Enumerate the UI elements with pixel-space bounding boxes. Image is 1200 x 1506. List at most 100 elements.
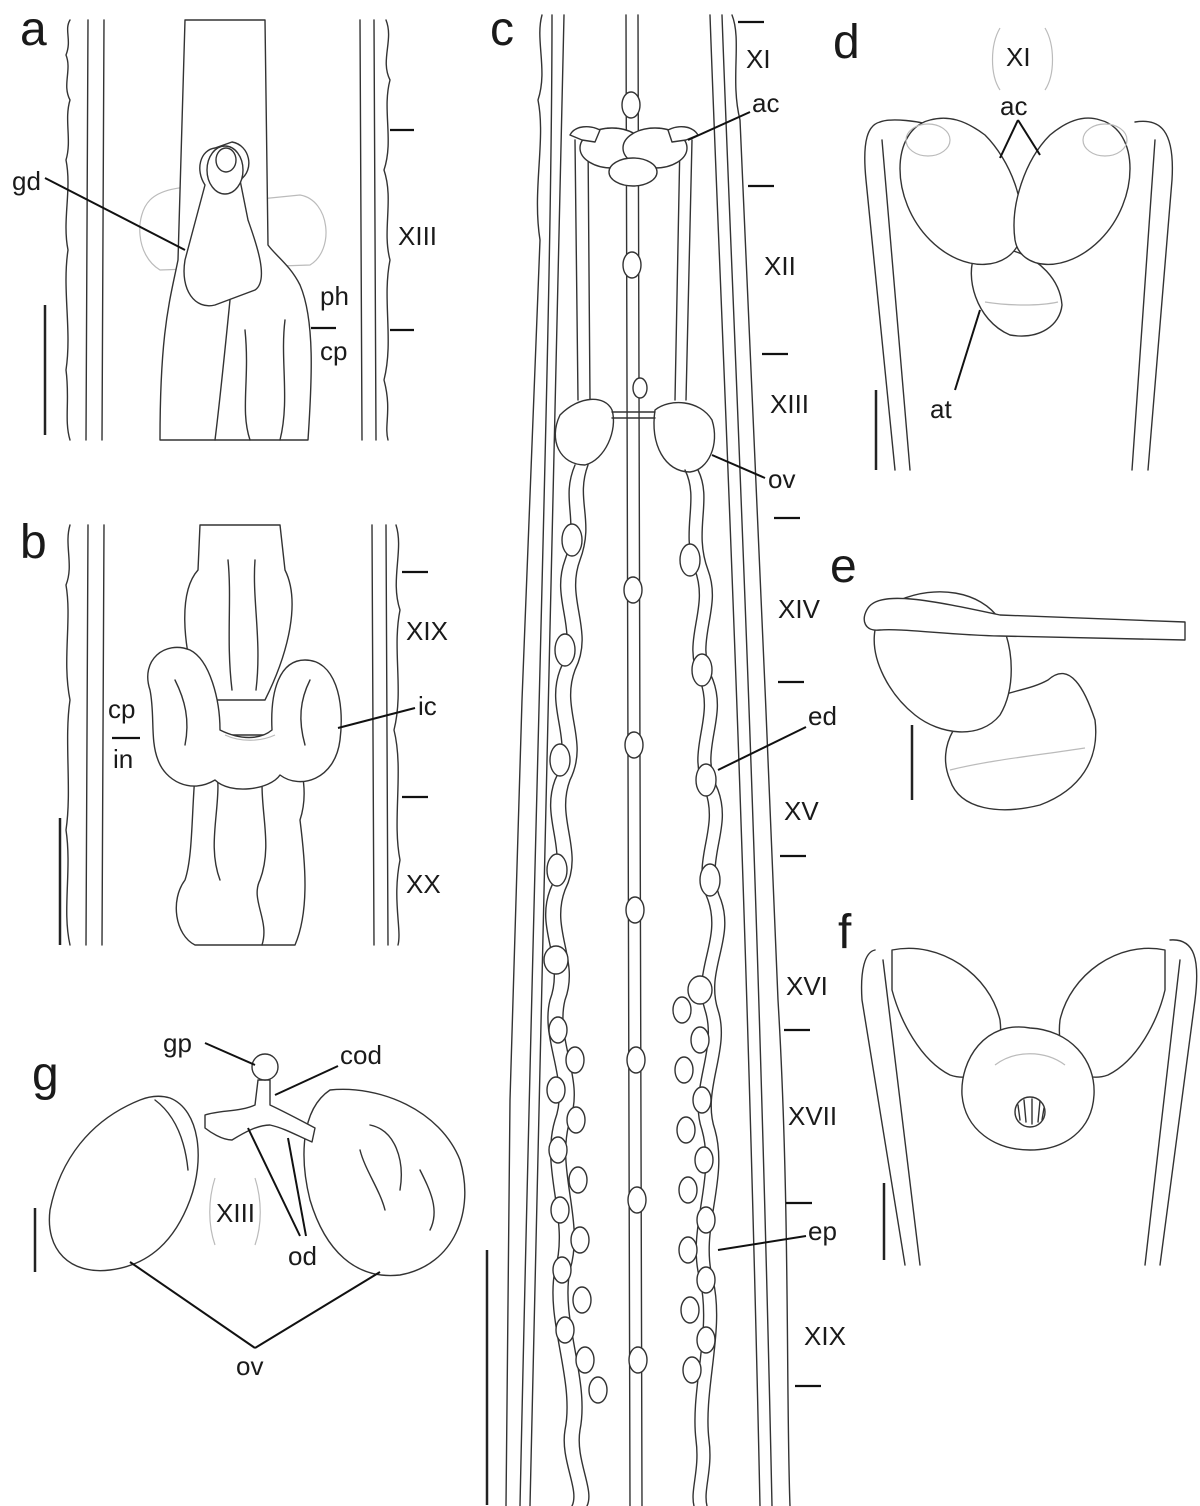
- leader-ac-right: [1018, 120, 1040, 155]
- epididymis-coil: [547, 1077, 565, 1103]
- label-in: in: [113, 744, 133, 774]
- label-ep: ep: [808, 1216, 837, 1246]
- leader-ed: [718, 727, 806, 770]
- ganglion: [629, 1347, 647, 1373]
- segment-label: XX: [406, 869, 441, 899]
- segment-label: XIII: [216, 1198, 255, 1228]
- segment-label: XI: [746, 44, 771, 74]
- body-wall-left-outer: [66, 525, 70, 945]
- atrial-base: [609, 158, 657, 186]
- panel-letter-a: a: [20, 3, 47, 56]
- label-ov: ov: [236, 1351, 263, 1381]
- ganglia: [622, 92, 647, 1373]
- body-wall-right-inner: [710, 15, 760, 1506]
- coil: [692, 654, 712, 686]
- coil: [688, 976, 712, 1004]
- epididymis-coil: [679, 1177, 697, 1203]
- epididymis-coil: [556, 1317, 574, 1343]
- epididymis-coil: [551, 1197, 569, 1223]
- epididymis-coil: [697, 1327, 715, 1353]
- ovary-connecting-duct: [612, 412, 655, 418]
- ganglion: [622, 92, 640, 118]
- panel-d: d XI ac at: [833, 16, 1172, 470]
- male-pore: [1015, 1097, 1045, 1127]
- ganglion: [623, 252, 641, 278]
- epididymis-coil: [573, 1287, 591, 1313]
- panel-letter-c: c: [490, 3, 514, 56]
- epididymis-coil: [691, 1027, 709, 1053]
- gland-duct-head: [207, 146, 243, 194]
- epididymis-left: [547, 1017, 607, 1403]
- ganglion: [625, 732, 643, 758]
- leader-ep: [718, 1236, 806, 1250]
- segment-label: XVII: [788, 1101, 837, 1131]
- epididymis-coil: [549, 1017, 567, 1043]
- body-wall-left-line: [102, 525, 104, 945]
- segment-label: XIX: [406, 616, 448, 646]
- nerve-cord-right: [638, 15, 642, 1506]
- epididymis-coil: [697, 1207, 715, 1233]
- label-od: od: [288, 1241, 317, 1271]
- ganglion: [626, 897, 644, 923]
- leader-at: [955, 310, 980, 390]
- panel-g: g XIII gp cod od ov: [32, 1028, 465, 1381]
- duct-left-outer: [865, 122, 895, 470]
- seminal-duct-right: [675, 140, 692, 400]
- segment-label: XIII: [770, 389, 809, 419]
- genital-pore: [252, 1054, 278, 1080]
- epididymis-coil: [677, 1117, 695, 1143]
- label-at: at: [930, 394, 952, 424]
- body-wall-right-line: [722, 15, 772, 1506]
- body-wall-right-inner: [372, 525, 374, 945]
- panel-letter-g: g: [32, 1048, 59, 1101]
- segment-label: XI: [1006, 42, 1031, 72]
- segment-bracket-right: [255, 1178, 260, 1245]
- label-ed: ed: [808, 701, 837, 731]
- body-wall-right-outer: [384, 20, 390, 440]
- epididymis-coil: [695, 1147, 713, 1173]
- segment-bracket-left: [210, 1178, 215, 1245]
- panel-letter-b: b: [20, 516, 47, 569]
- segment-label: XIII: [398, 221, 437, 251]
- label-ac: ac: [752, 88, 779, 118]
- epididymis-right: [673, 997, 715, 1383]
- label-gd: gd: [12, 166, 41, 196]
- coil: [680, 544, 700, 576]
- ovary-right: [304, 1089, 465, 1275]
- body-wall-left-inner: [86, 20, 88, 440]
- coil: [547, 854, 567, 886]
- nerve-cord-left: [626, 15, 630, 1506]
- body-wall-left-inner: [86, 525, 88, 945]
- leader-gp: [205, 1043, 255, 1065]
- segment-label: XVI: [786, 971, 828, 1001]
- label-gp: gp: [163, 1028, 192, 1058]
- epididymis-coil: [566, 1047, 584, 1073]
- coil: [696, 764, 716, 796]
- label-ph: ph: [320, 281, 349, 311]
- leader-od-right: [288, 1138, 306, 1236]
- epididymis-coil: [675, 1057, 693, 1083]
- segment-label: XIX: [804, 1321, 846, 1351]
- label-ic: ic: [418, 691, 437, 721]
- segment-label: XIV: [778, 594, 821, 624]
- label-cod: cod: [340, 1040, 382, 1070]
- leader-ac-left: [1000, 120, 1018, 158]
- panel-a: a gd ph cp XIII: [12, 3, 437, 440]
- coil: [700, 864, 720, 896]
- leader-ov: [712, 455, 765, 478]
- segment-bracket-right: [1045, 28, 1053, 90]
- epididymis-coil: [673, 997, 691, 1023]
- epididymis-coil: [589, 1377, 607, 1403]
- panel-f: f: [838, 906, 1197, 1265]
- segment-label: XV: [784, 796, 819, 826]
- panel-letter-d: d: [833, 16, 860, 69]
- epididymis-coil: [679, 1237, 697, 1263]
- panel-letter-f: f: [838, 906, 852, 959]
- epididymis-coil: [569, 1167, 587, 1193]
- epididymis-coil: [553, 1257, 571, 1283]
- label-ac: ac: [1000, 91, 1027, 121]
- label-cp: cp: [320, 336, 347, 366]
- atrium: [962, 1027, 1094, 1150]
- oviducts: [205, 1080, 315, 1142]
